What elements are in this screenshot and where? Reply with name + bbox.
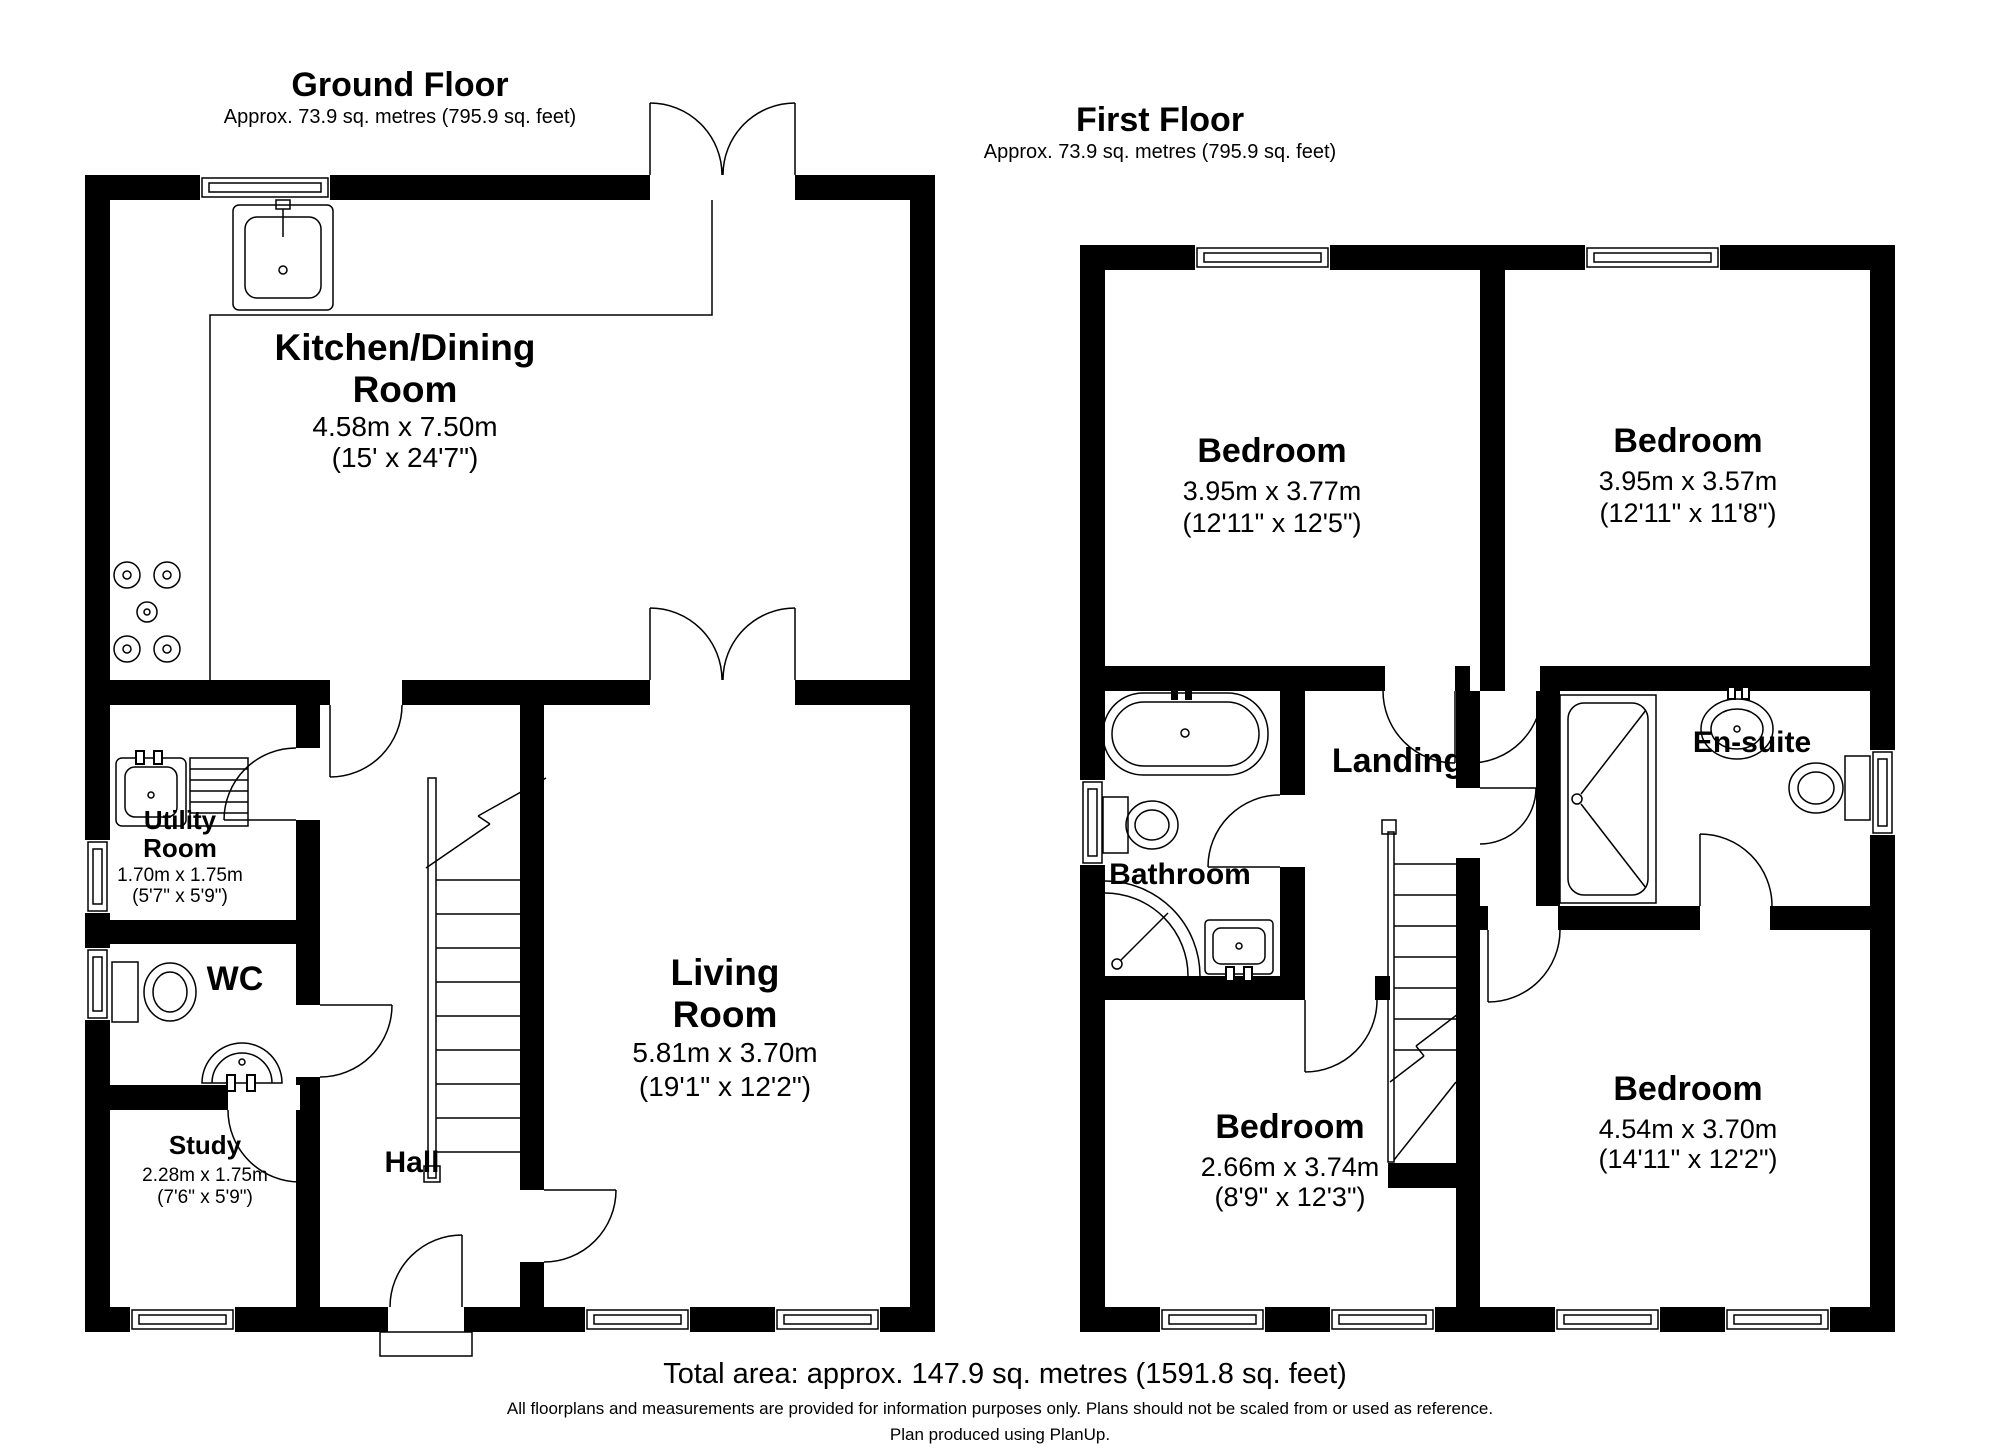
first-floor-doors [1207, 690, 1773, 1073]
utility-label: Utility [144, 805, 217, 835]
bedroom2-dim-metric: 3.95m x 3.57m [1599, 466, 1778, 496]
ground-floor-doors [223, 102, 796, 1357]
utility-label-2: Room [143, 833, 217, 863]
hall-kitchen-door-icon [329, 704, 403, 778]
wc-door-icon [319, 1004, 393, 1078]
landing-stairs-door-icon [1479, 787, 1537, 845]
stairs-first-icon [1381, 819, 1459, 1163]
bathroom-sink-icon [1204, 919, 1274, 982]
bedroom3-dim-imperial: (8'9" x 12'3") [1214, 1182, 1365, 1212]
utility-dim-imperial: (5'7" x 5'9") [132, 886, 228, 907]
bedroom3-window-left-icon [1161, 1309, 1264, 1330]
ensuite-sink-icon [1700, 686, 1774, 760]
study-dim-metric: 2.28m x 1.75m [142, 1165, 268, 1186]
bedroom1-dim-imperial: (12'11" x 12'5") [1182, 508, 1361, 538]
living-label: Living [671, 952, 780, 993]
bathroom-door-icon [1207, 794, 1281, 868]
study-label: Study [169, 1130, 242, 1160]
kitchen-label-2: Room [353, 369, 458, 410]
utility-dim-metric: 1.70m x 1.75m [117, 865, 243, 886]
kitchen-label: Kitchen/Dining [274, 327, 535, 368]
living-window-left-icon [586, 1309, 689, 1330]
bedroom1-window-icon [1196, 247, 1329, 268]
landing-label: Landing [1332, 742, 1464, 780]
ground-floor-subtitle: Approx. 73.9 sq. metres (795.9 sq. feet) [224, 106, 576, 128]
hall-living-door-icon [543, 1189, 617, 1263]
bathroom-label: Bathroom [1109, 858, 1251, 891]
ensuite-label: En-suite [1693, 726, 1811, 759]
utility-door-icon [223, 747, 297, 821]
first-floor-openings [1080, 245, 1895, 1332]
ensuite-door-icon [1699, 833, 1773, 907]
living-dim-imperial: (19'1" x 12'2") [639, 1071, 811, 1102]
wc-toilet-icon [111, 961, 197, 1023]
disclaimer-text: All floorplans and measurements are prov… [507, 1399, 1493, 1418]
produced-by-text: Plan produced using PlanUp. [890, 1425, 1110, 1444]
kitchen-counter-icon [209, 200, 713, 680]
bedroom4-window-left-icon [1556, 1309, 1659, 1330]
wc-sink-icon [201, 1042, 283, 1092]
utility-window-icon [87, 841, 108, 912]
first-floor-subtitle: Approx. 73.9 sq. metres (795.9 sq. feet) [984, 141, 1336, 163]
bedroom1-dim-metric: 3.95m x 3.77m [1183, 476, 1362, 506]
total-area-text: Total area: approx. 147.9 sq. metres (15… [663, 1358, 1347, 1390]
bedroom1-door-icon [1382, 690, 1456, 764]
first-floor-windows [1082, 247, 1893, 1330]
kitchen-living-double-door-icon [649, 607, 796, 681]
study-door-icon [227, 1109, 301, 1183]
bedroom3-dim-metric: 2.66m x 3.74m [1201, 1152, 1380, 1182]
study-dim-imperial: (7'6" x 5'9") [157, 1187, 253, 1208]
hall-label: Hall [384, 1146, 439, 1179]
bedroom2-door-icon [1469, 690, 1543, 764]
ground-floor-windows [87, 177, 879, 1330]
bedroom2-label: Bedroom [1613, 422, 1762, 460]
utility-appliance-icon [189, 757, 249, 827]
bathroom-shower-icon [1104, 880, 1201, 977]
bedroom4-door-icon [1487, 929, 1561, 1003]
wc-window-icon [87, 949, 108, 1019]
study-window-icon [131, 1309, 234, 1330]
bedroom2-dim-imperial: (12'11" x 11'8") [1599, 498, 1776, 528]
bedroom3-label: Bedroom [1215, 1108, 1364, 1146]
wc-label: WC [207, 960, 264, 998]
bedroom4-dim-metric: 4.54m x 3.70m [1599, 1114, 1778, 1144]
living-label-2: Room [673, 994, 778, 1035]
hob-icon [113, 561, 181, 663]
living-window-right-icon [776, 1309, 879, 1330]
kitchen-window-icon [201, 177, 329, 198]
kitchen-dim-metric: 4.58m x 7.50m [312, 411, 497, 442]
ensuite-window-icon [1872, 751, 1893, 834]
bedroom4-dim-imperial: (14'11" x 12'2") [1598, 1144, 1777, 1174]
bathtub-icon [1102, 687, 1269, 776]
bedroom1-label: Bedroom [1197, 432, 1346, 470]
kitchen-dim-imperial: (15' x 24'7") [332, 442, 479, 473]
front-door-icon [379, 1234, 473, 1357]
ensuite-toilet-icon [1788, 755, 1871, 821]
garden-french-door-icon [649, 102, 796, 176]
stairs-ground-icon [423, 777, 547, 1183]
ground-floor-openings [85, 175, 880, 1332]
bedroom3-window-right-icon [1331, 1309, 1434, 1330]
bedroom4-label: Bedroom [1613, 1070, 1762, 1108]
bathroom-window-icon [1082, 781, 1103, 864]
bedroom3-door-icon [1304, 999, 1378, 1073]
utility-sink-icon [115, 750, 187, 827]
bedroom2-window-icon [1586, 247, 1719, 268]
ground-floor-title: Ground Floor [291, 66, 508, 104]
bathroom-toilet-icon [1102, 796, 1179, 854]
ensuite-shower-icon [1559, 694, 1657, 904]
kitchen-sink-icon [232, 199, 334, 311]
living-dim-metric: 5.81m x 3.70m [632, 1037, 817, 1068]
first-floor-title: First Floor [1076, 101, 1244, 139]
bedroom4-window-right-icon [1726, 1309, 1829, 1330]
